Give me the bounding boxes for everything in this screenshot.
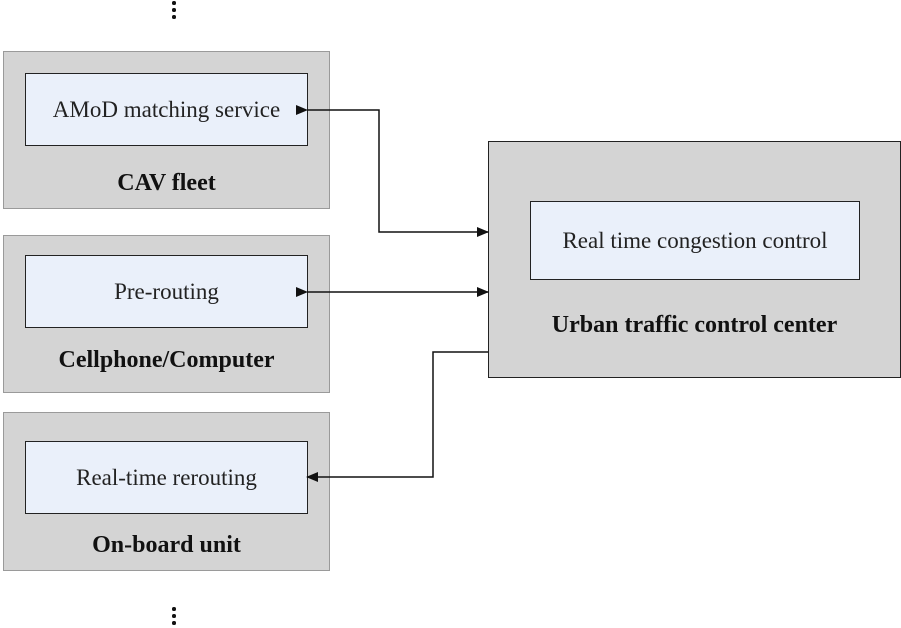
amod-matching-service-label: AMoD matching service	[52, 96, 281, 122]
real-time-rerouting-box: Real-time rerouting	[25, 441, 308, 514]
amod-to-center-connector	[296, 105, 489, 237]
on-board-unit-box: Real-time rerouting On-board unit	[3, 412, 330, 571]
urban-traffic-control-center-caption: Urban traffic control center	[551, 312, 838, 338]
cellphone-computer-box: Pre-routing Cellphone/Computer	[3, 235, 330, 393]
center-to-rerouting-connector	[306, 351, 488, 482]
ellipsis-bottom-icon	[171, 607, 177, 628]
ellipsis-top-icon	[171, 1, 177, 22]
cav-fleet-box: AMoD matching service CAV fleet	[3, 51, 330, 209]
urban-traffic-control-center-box: Real time congestion control Urban traff…	[488, 141, 901, 378]
cellphone-computer-caption: Cellphone/Computer	[58, 347, 275, 373]
real-time-rerouting-label: Real-time rerouting	[76, 464, 257, 490]
real-time-congestion-control-label: Real time congestion control	[562, 227, 828, 253]
cav-fleet-caption: CAV fleet	[117, 170, 216, 196]
amod-matching-service-box: AMoD matching service	[25, 73, 308, 146]
pre-routing-box: Pre-routing	[25, 255, 308, 328]
on-board-unit-caption: On-board unit	[92, 532, 241, 558]
pre-routing-label: Pre-routing	[114, 278, 219, 304]
real-time-congestion-control-box: Real time congestion control	[530, 201, 860, 280]
